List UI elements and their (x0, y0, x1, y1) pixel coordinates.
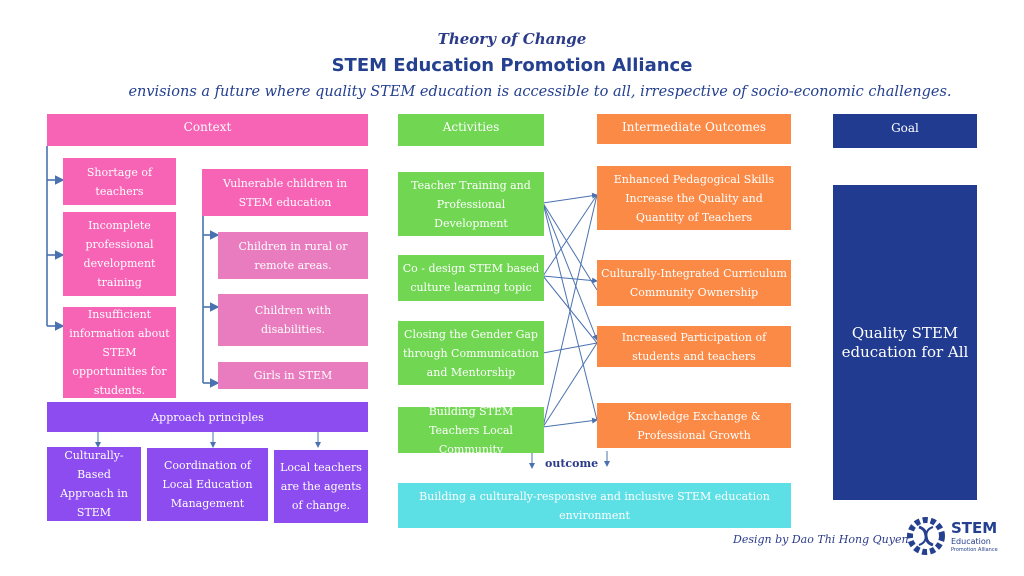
designer-credit: Design by Dao Thi Hong Quyen (733, 533, 909, 546)
context-header: Context (47, 114, 368, 146)
vulnerable-item: Children in rural or remote areas. (218, 232, 368, 279)
logo-line2: Education (951, 537, 991, 546)
vulnerable-item: Children with disabilities. (218, 294, 368, 346)
approach-item: Coordination of Local Education Manageme… (147, 448, 268, 521)
outcome-item: Knowledge Exchange & Professional Growth (597, 403, 791, 448)
logo-line3: Promotion Alliance (951, 547, 998, 553)
activity-item: Closing the Gender Gap through Communica… (398, 321, 544, 385)
outcome-item: Enhanced Pedagogical Skills Increase the… (597, 166, 791, 230)
vulnerable-children-box: Vulnerable children in STEM education (202, 169, 368, 216)
goal-header: Goal (833, 114, 977, 148)
final-outcome-box: Building a culturally-responsive and inc… (398, 483, 791, 528)
outcome-item: Increased Participation of students and … (597, 326, 791, 367)
activity-item: Building STEM Teachers Local Community (398, 405, 544, 456)
organization-name: STEM Education Promotion Alliance (331, 55, 693, 76)
activity-item: Teacher Training and Professional Develo… (398, 172, 544, 236)
context-item: Shortage of teachers (63, 158, 176, 205)
vulnerable-item: Girls in STEM (218, 362, 368, 389)
goal-box: Quality STEM education for All (833, 185, 977, 500)
outcomes-header: Intermediate Outcomes (597, 114, 791, 144)
stem-logo: STEM Education Promotion Alliance (905, 515, 1015, 559)
logo-name: STEM (951, 519, 998, 537)
activities-header: Activities (398, 114, 544, 146)
approach-item: Local teachers are the agents of change. (274, 450, 368, 523)
outcome-item: Culturally-Integrated Curriculum Communi… (597, 260, 791, 306)
vision-statement: envisions a future where quality STEM ed… (128, 84, 952, 100)
activity-item: Co - design STEM based culture learning … (398, 255, 544, 301)
gear-dna-icon (907, 517, 945, 555)
approach-header: Approach principles (47, 402, 368, 432)
context-item: Insufficient information about STEM oppo… (63, 307, 176, 398)
approach-item: Culturally-Based Approach in STEM (47, 447, 141, 521)
diagram-title: Theory of Change (437, 30, 587, 48)
outcome-label: outcome (545, 457, 599, 470)
context-item: Incomplete professional development trai… (63, 212, 176, 296)
